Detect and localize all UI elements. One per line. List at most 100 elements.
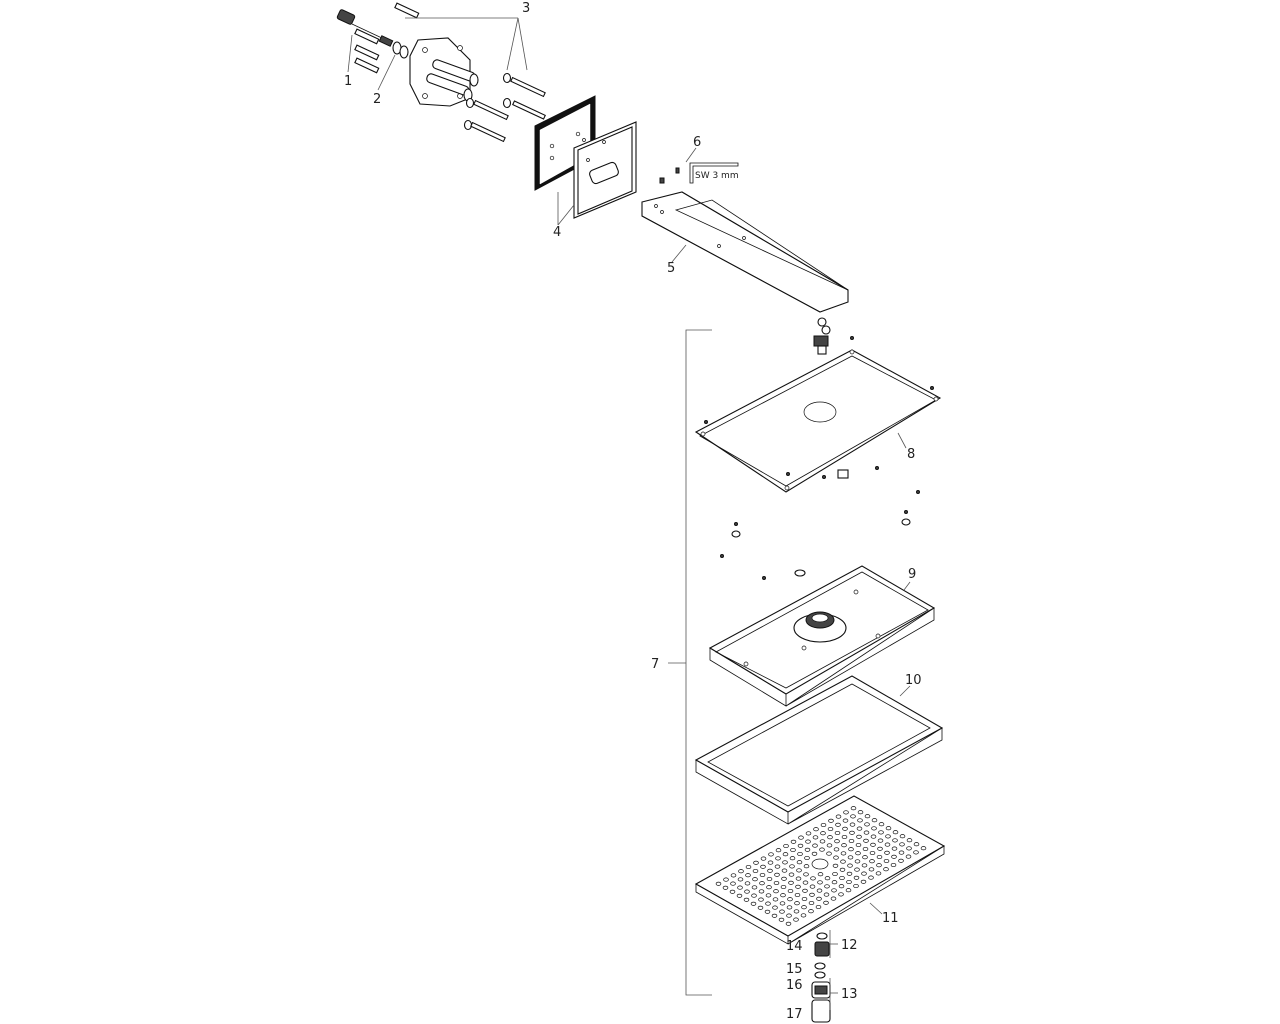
spray-hole	[834, 830, 841, 836]
spray-hole	[767, 868, 773, 873]
spray-hole	[819, 839, 826, 844]
spray-hole	[823, 892, 830, 897]
spray-hole	[877, 838, 884, 843]
spray-hole	[766, 885, 772, 890]
spray-hole	[843, 810, 849, 815]
spray-hole	[842, 826, 848, 831]
spray-hole	[870, 842, 876, 847]
spray-hole	[795, 876, 802, 881]
spray-hole	[765, 893, 772, 898]
spray-hole	[722, 885, 729, 890]
spray-hole	[794, 901, 800, 906]
part-3-screws	[405, 17, 546, 143]
spray-hole	[913, 850, 919, 855]
spray-hole	[804, 847, 811, 852]
spray-hole	[812, 843, 818, 848]
spray-hole	[788, 880, 794, 885]
spray-hole	[846, 879, 852, 885]
spray-hole	[840, 851, 847, 856]
spray-hole	[869, 850, 876, 856]
spray-hole	[884, 850, 890, 855]
callout-11: 11	[882, 911, 899, 926]
wall-flange	[409, 37, 479, 107]
spray-hole	[853, 875, 860, 880]
spray-hole	[797, 843, 804, 848]
spray-hole	[820, 831, 826, 836]
spray-hole	[744, 889, 750, 894]
spray-hole	[785, 921, 792, 926]
spray-hole	[757, 905, 764, 910]
spray-holes	[715, 806, 927, 926]
spray-hole	[898, 858, 904, 863]
spray-hole	[810, 876, 816, 881]
spray-hole	[743, 897, 750, 902]
callout-12: 12	[841, 938, 858, 953]
spray-hole	[745, 873, 751, 878]
spray-hole	[827, 835, 833, 840]
spray-hole	[848, 847, 854, 852]
arm-connector	[813, 317, 831, 355]
spray-hole	[849, 830, 855, 835]
spray-hole	[752, 868, 759, 874]
spray-hole	[780, 893, 786, 898]
spray-hole	[833, 847, 840, 852]
part-1-anchors	[336, 2, 420, 74]
spray-hole	[744, 881, 751, 886]
spray-hole	[841, 843, 847, 848]
spray-hole	[848, 838, 855, 844]
spray-hole	[871, 818, 878, 823]
spray-hole	[737, 877, 744, 882]
spray-hole	[745, 864, 752, 870]
spray-hole	[838, 884, 845, 889]
spray-hole	[803, 864, 810, 869]
spray-hole	[798, 835, 804, 840]
spray-hole	[811, 851, 818, 856]
spray-hole	[831, 888, 837, 893]
spray-hole	[892, 830, 899, 835]
callout-17: 17	[786, 1007, 803, 1022]
spray-hole	[773, 880, 780, 886]
spray-hole	[817, 880, 823, 885]
spray-hole	[768, 852, 774, 857]
spray-hole	[802, 880, 809, 885]
spray-hole	[793, 917, 799, 922]
spray-hole	[794, 892, 801, 898]
spray-hole	[864, 822, 870, 827]
spray-hole	[781, 876, 787, 881]
spray-hole	[826, 843, 833, 848]
spray-hole	[816, 896, 822, 901]
spray-hole	[808, 900, 815, 906]
spray-hole	[854, 859, 861, 864]
spray-hole	[842, 818, 849, 823]
spray-hole	[764, 909, 771, 914]
spray-hole	[760, 856, 767, 861]
part-5-shower-arm	[641, 177, 849, 313]
spray-hole	[856, 826, 863, 831]
spray-hole	[832, 871, 838, 877]
spray-hole	[775, 856, 781, 861]
callout-15: 15	[786, 962, 803, 977]
callout-1: 1	[344, 74, 352, 89]
spray-hole	[750, 901, 757, 906]
spray-hole	[878, 822, 885, 827]
part-11-spray-plate	[694, 795, 946, 945]
spray-hole	[890, 862, 897, 868]
spray-hole	[816, 888, 823, 893]
spray-hole	[775, 848, 782, 853]
spray-hole	[729, 889, 736, 894]
spray-hole	[758, 897, 764, 902]
spray-hole	[771, 913, 778, 918]
spray-hole	[835, 814, 842, 819]
spray-hole	[871, 826, 877, 831]
spray-hole	[869, 859, 875, 864]
spray-hole	[877, 846, 883, 851]
spray-hole	[815, 904, 822, 910]
spray-hole	[766, 876, 773, 882]
part-2-connectors	[377, 35, 409, 91]
spray-hole	[899, 842, 905, 847]
spray-hole	[779, 901, 786, 906]
spray-hole	[906, 846, 912, 851]
callout-10: 10	[905, 673, 922, 688]
spray-hole	[833, 855, 839, 860]
